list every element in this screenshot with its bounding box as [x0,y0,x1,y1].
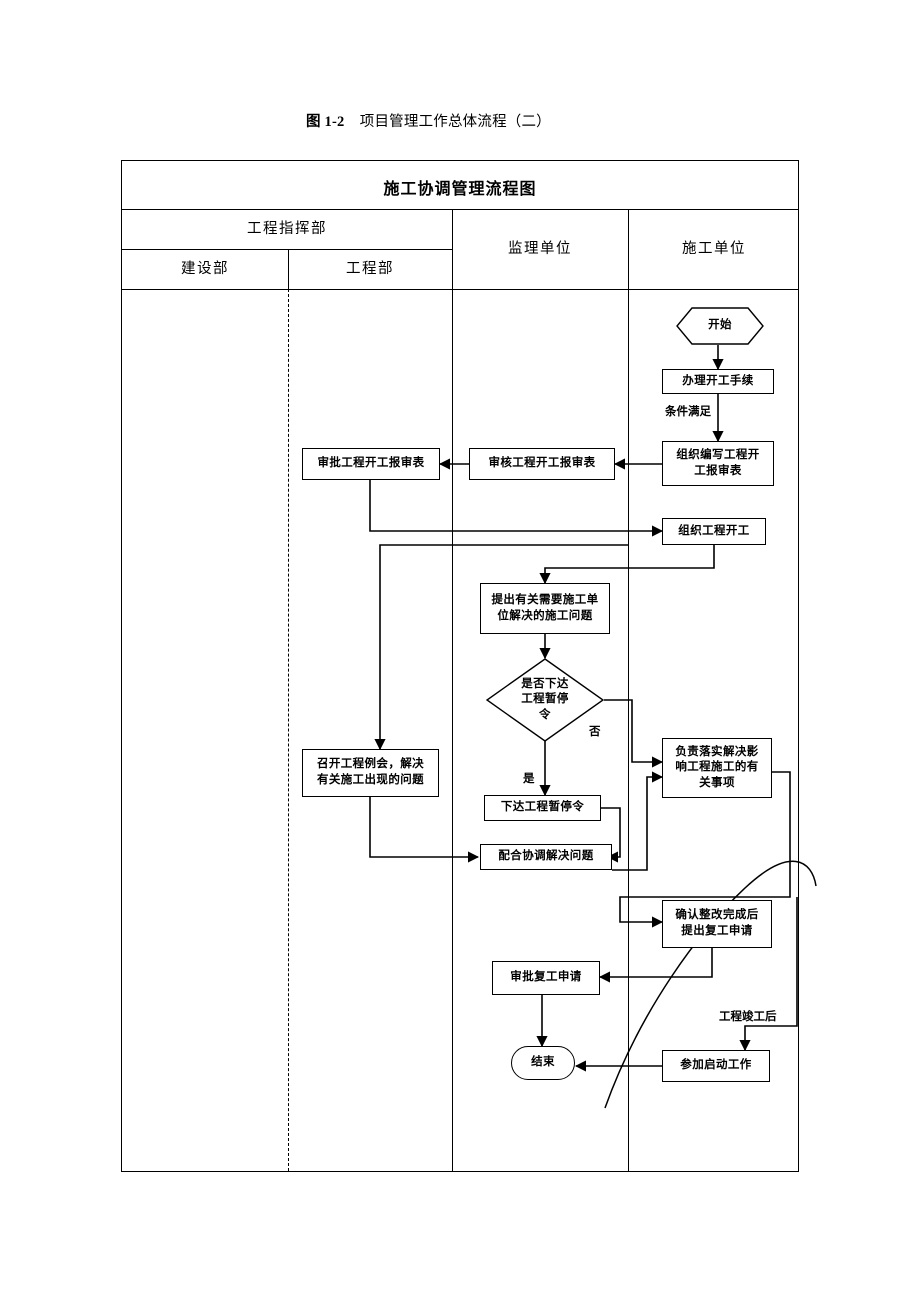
figure-caption: 图 1-2 项目管理工作总体流程（二） [306,110,551,131]
node-raise-issue-label: 提出有关需要施工单 位解决的施工问题 [491,593,599,622]
node-start: 开始 [676,307,764,345]
node-responsible-items: 负责落实解决影 响工程施工的有 关事项 [662,738,772,798]
node-join-startup-work: 参加启动工作 [662,1050,770,1082]
node-review-start-form-label: 审核工程开工报审表 [488,457,596,470]
node-confirm-rectification-label: 确认整改完成后 提出复工申请 [675,909,759,937]
node-approve-start-form-label: 审批工程开工报审表 [317,457,425,470]
node-project-meeting: 召开工程例会，解决 有关施工出现的问题 [302,749,439,797]
node-end-label: 结束 [531,1056,555,1069]
node-write-start-form-label: 组织编写工程开 工报审表 [676,448,760,477]
node-project-meeting-label: 召开工程例会，解决 有关施工出现的问题 [316,758,425,786]
node-review-start-form: 审核工程开工报审表 [469,448,615,480]
caption-spacer [344,114,359,130]
column-divider-1 [288,249,289,289]
node-approve-start-form: 审批工程开工报审表 [302,448,440,480]
node-coordinate-resolve: 配合协调解决问题 [480,844,612,870]
edge-label-after-completion: 工程竣工后 [718,1008,778,1024]
node-write-start-form: 组织编写工程开 工报审表 [662,441,774,486]
node-coordinate-resolve-label: 配合协调解决问题 [498,850,594,863]
node-organize-start-label: 组织工程开工 [678,524,750,537]
column-divider-1-dashed [288,289,289,1171]
table-row-divider-title [122,209,798,210]
node-decide-stop-order: 是否下达 工程暂停 令 [486,658,604,742]
column-header-jianli: 监理单位 [508,241,572,257]
diamond-shape [486,658,604,742]
edge-label-condition-met: 条件满足 [664,403,712,419]
node-approve-resume-application: 审批复工申请 [492,961,600,995]
figure-number: 图 1-2 [306,114,345,130]
node-raise-issue: 提出有关需要施工单 位解决的施工问题 [480,583,610,634]
node-approve-resume-application-label: 审批复工申请 [510,971,582,984]
column-divider-2 [452,209,453,1171]
table-title: 施工协调管理流程图 [383,181,537,198]
node-responsible-items-label: 负责落实解决影 响工程施工的有 关事项 [675,745,759,789]
column-header-gongchengbu: 工程部 [346,261,394,277]
edge-label-yes: 是 [522,770,536,786]
hexagon-shape [676,307,764,345]
node-confirm-rectification: 确认整改完成后 提出复工申请 [662,900,772,948]
table-row-divider-group [122,249,452,250]
node-start-label: 开始 [708,319,732,332]
node-join-startup-work-label: 参加启动工作 [680,1059,752,1072]
node-issue-stop-order-label: 下达工程暂停令 [500,801,585,814]
table-row-divider-columns [122,289,798,290]
node-handle-start-procedures-label: 办理开工手续 [682,374,754,387]
node-issue-stop-order: 下达工程暂停令 [484,795,601,821]
node-end: 结束 [511,1046,575,1080]
node-decide-stop-order-label: 是否下达 工程暂停 令 [521,677,569,721]
column-header-jianshebu: 建设部 [181,261,229,277]
node-organize-start: 组织工程开工 [662,518,766,545]
column-header-shigong: 施工单位 [682,241,746,257]
column-divider-3 [628,209,629,1171]
figure-caption-text: 项目管理工作总体流程（二） [359,114,551,130]
group-header-construction-hq: 工程指挥部 [247,221,327,237]
edge-label-no: 否 [588,723,602,739]
node-handle-start-procedures: 办理开工手续 [662,369,774,394]
